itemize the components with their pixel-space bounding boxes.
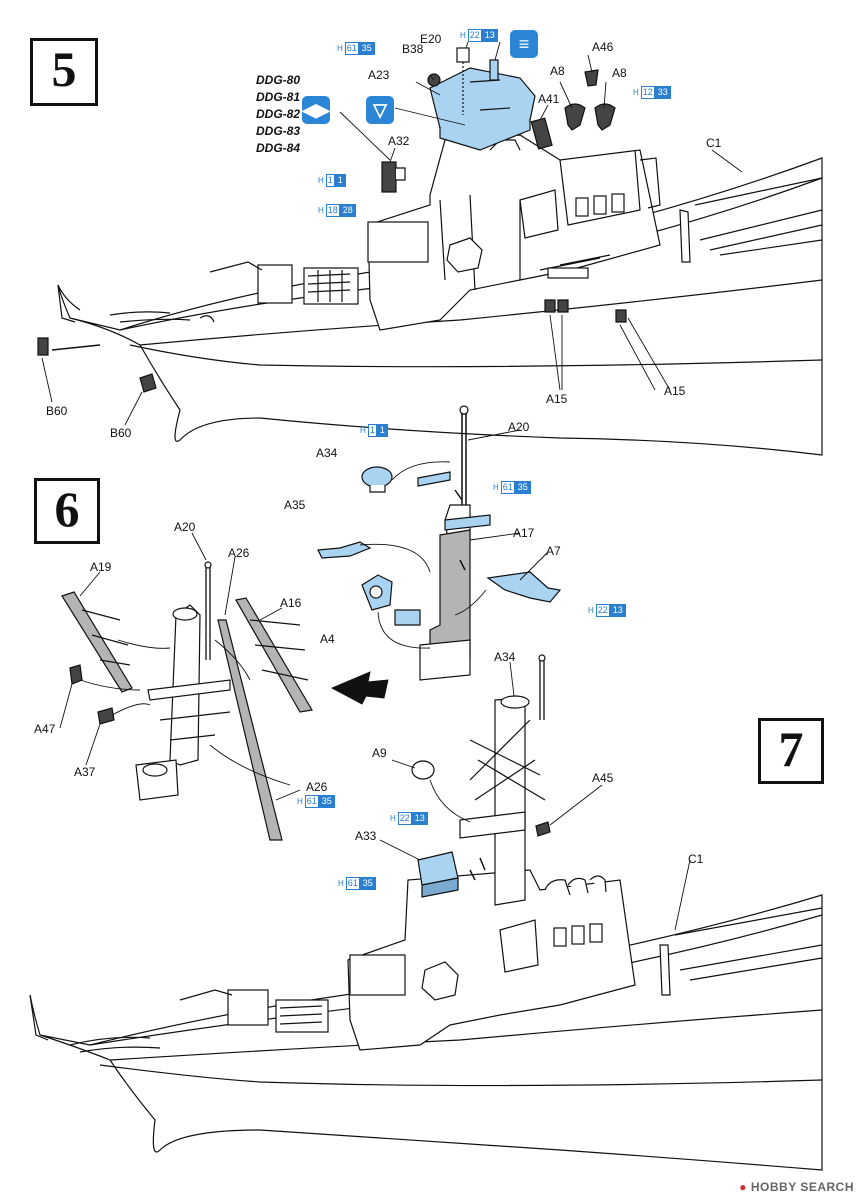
- part-label: A15: [664, 384, 686, 398]
- mast-color-icon: ≡: [510, 30, 538, 58]
- part-label: A34: [316, 446, 338, 460]
- part-label: A37: [74, 765, 96, 779]
- part-label: A33: [355, 829, 377, 843]
- ddg-hull-number-list: DDG-80 DDG-81 DDG-82 DDG-83 DDG-84: [244, 72, 300, 157]
- step5-mast-platform-a23: [429, 67, 536, 151]
- part-label: A46: [592, 40, 614, 54]
- part-label: A8: [550, 64, 565, 78]
- ddg-item: DDG-80: [255, 73, 300, 87]
- step-number-6: 6: [34, 478, 100, 544]
- watermark-logo-icon: ●: [739, 1180, 751, 1194]
- part-label: C1: [688, 852, 704, 866]
- part-label: A32: [388, 134, 410, 148]
- step5-forward-deck-details: [109, 261, 359, 323]
- part-label: A26: [228, 546, 250, 560]
- step5-superstructure: [367, 134, 823, 331]
- part-label: A41: [538, 92, 560, 106]
- part-label: A26: [306, 780, 328, 794]
- part-label: A9: [372, 746, 387, 760]
- part-label: A4: [320, 632, 335, 646]
- step5-leader-lines: [41, 41, 743, 426]
- part-label: A47: [34, 722, 56, 736]
- step6-mast-upper: [317, 405, 562, 681]
- step7-superstructure: [69, 869, 823, 1053]
- part-label: A8: [612, 66, 627, 80]
- part-label: A34: [494, 650, 516, 664]
- step7-mast: [411, 654, 551, 906]
- ddg-item: DDG-82: [255, 107, 300, 121]
- ddg-item: DDG-84: [255, 141, 300, 155]
- watermark: ● HOBBY SEARCH: [739, 1180, 854, 1194]
- part-label: A17: [513, 526, 535, 540]
- part-label: A7: [546, 544, 561, 558]
- watermark-text: HOBBY SEARCH: [750, 1180, 854, 1194]
- part-label: A45: [592, 771, 614, 785]
- ddg-item: DDG-83: [255, 124, 300, 138]
- part-label: A15: [546, 392, 568, 406]
- step-number-5: 5: [30, 38, 98, 106]
- part-label: B38: [402, 42, 424, 56]
- part-label: C1: [706, 136, 722, 150]
- part-label: E20: [420, 32, 442, 46]
- step7-leaders: [379, 661, 691, 931]
- step-number-7: 7: [758, 718, 824, 784]
- part-label: A23: [368, 68, 390, 82]
- part-label: B60: [110, 426, 132, 440]
- part-label: A16: [280, 596, 302, 610]
- ddg-item: DDG-81: [255, 90, 300, 104]
- step6-arrows-leaders: [59, 429, 549, 801]
- mirror-symmetry-icon: ◀▶: [302, 96, 330, 124]
- part-label: A20: [508, 420, 530, 434]
- part-label: A20: [174, 520, 196, 534]
- part-label: B60: [46, 404, 68, 418]
- paint-drip-icon: ▽: [366, 96, 394, 124]
- part-label: A19: [90, 560, 112, 574]
- part-label: A35: [284, 498, 306, 512]
- step5-small-parts: [37, 47, 627, 393]
- step6-mast-lower: [61, 561, 313, 841]
